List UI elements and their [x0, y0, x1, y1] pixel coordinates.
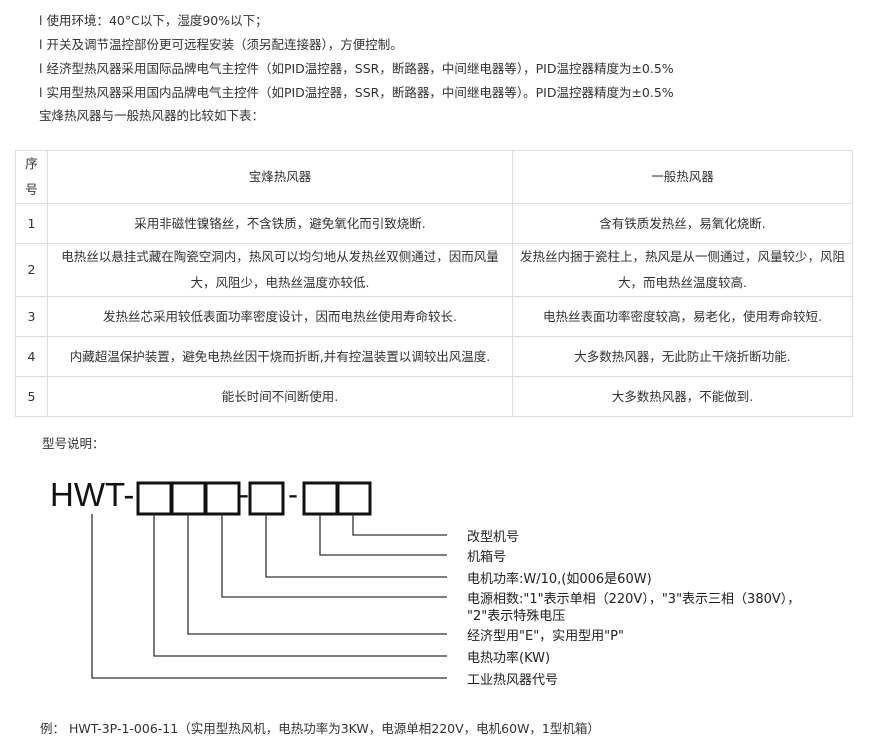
dash: -	[239, 478, 249, 511]
intro-line: l 开关及调节温控部份更可远程安装（须另配连接器），方便控制。	[39, 37, 403, 52]
cell-baofeng: 电热丝以悬挂式藏在陶瓷空洞内，热风可以均匀地从发热丝双侧通过，因而风量大，风阻少…	[47, 243, 513, 297]
intro-line: l 实用型热风器采用国内品牌电气主控件（如PID温控器，SSR，断路器，中间继电…	[39, 85, 674, 100]
label-phase-2: "2"表示特殊电压	[467, 609, 566, 624]
label-motor-power: 电机功率:W/10,(如006是60W)	[467, 572, 652, 587]
leader-lines	[91, 514, 447, 679]
intro-line: l 经济型热风器采用国际品牌电气主控件（如PID温控器，SSR，断路器，中间继电…	[39, 61, 674, 76]
label-type: 经济型用"E"，实用型用"P"	[467, 629, 624, 644]
cell-general: 电热丝表面功率密度较高，易老化，使用寿命较短.	[512, 296, 853, 337]
cell-general: 发热丝内捆于瓷柱上，热风是从一侧通过，风量较少，风阻大，而电热丝温度较高.	[512, 243, 853, 297]
cell-no: 3	[15, 296, 48, 337]
intro-line: l 使用环境：40°C以下，湿度90%以下；	[39, 13, 268, 28]
cell-general: 大多数热风器，无此防止干烧折断功能.	[512, 336, 853, 377]
cell-baofeng: 内藏超温保护装置，避免电热丝因干烧而折断,并有控温装置以调较出风温度.	[47, 336, 513, 377]
model-prefix: HWT-	[50, 476, 135, 513]
cell-general: 大多数热风器，不能做到.	[512, 376, 853, 417]
label-phase: 电源相数:"1"表示单相（220V），"3"表示三相（380V），	[467, 592, 801, 607]
header-cell: 序 号	[15, 150, 48, 204]
label-code: 工业热风器代号	[467, 673, 559, 688]
model-title: 型号说明：	[42, 436, 105, 451]
cell-no: 5	[15, 376, 48, 417]
label-modification: 改型机号	[467, 530, 520, 545]
code-boxes	[136, 481, 372, 516]
label-cabinet: 机箱号	[467, 550, 507, 565]
label-heat-power: 电热功率(KW)	[467, 651, 551, 666]
header-cell: 宝烽热风器	[47, 150, 513, 204]
example-text: 例： HWT-3P-1-006-11（实用型热风机，电热功率为3KW，电源单相2…	[40, 721, 600, 736]
cell-no: 2	[15, 243, 48, 297]
intro-line: 宝烽热风器与一般热风器的比较如下表：	[39, 108, 265, 123]
dash: -	[288, 478, 298, 511]
